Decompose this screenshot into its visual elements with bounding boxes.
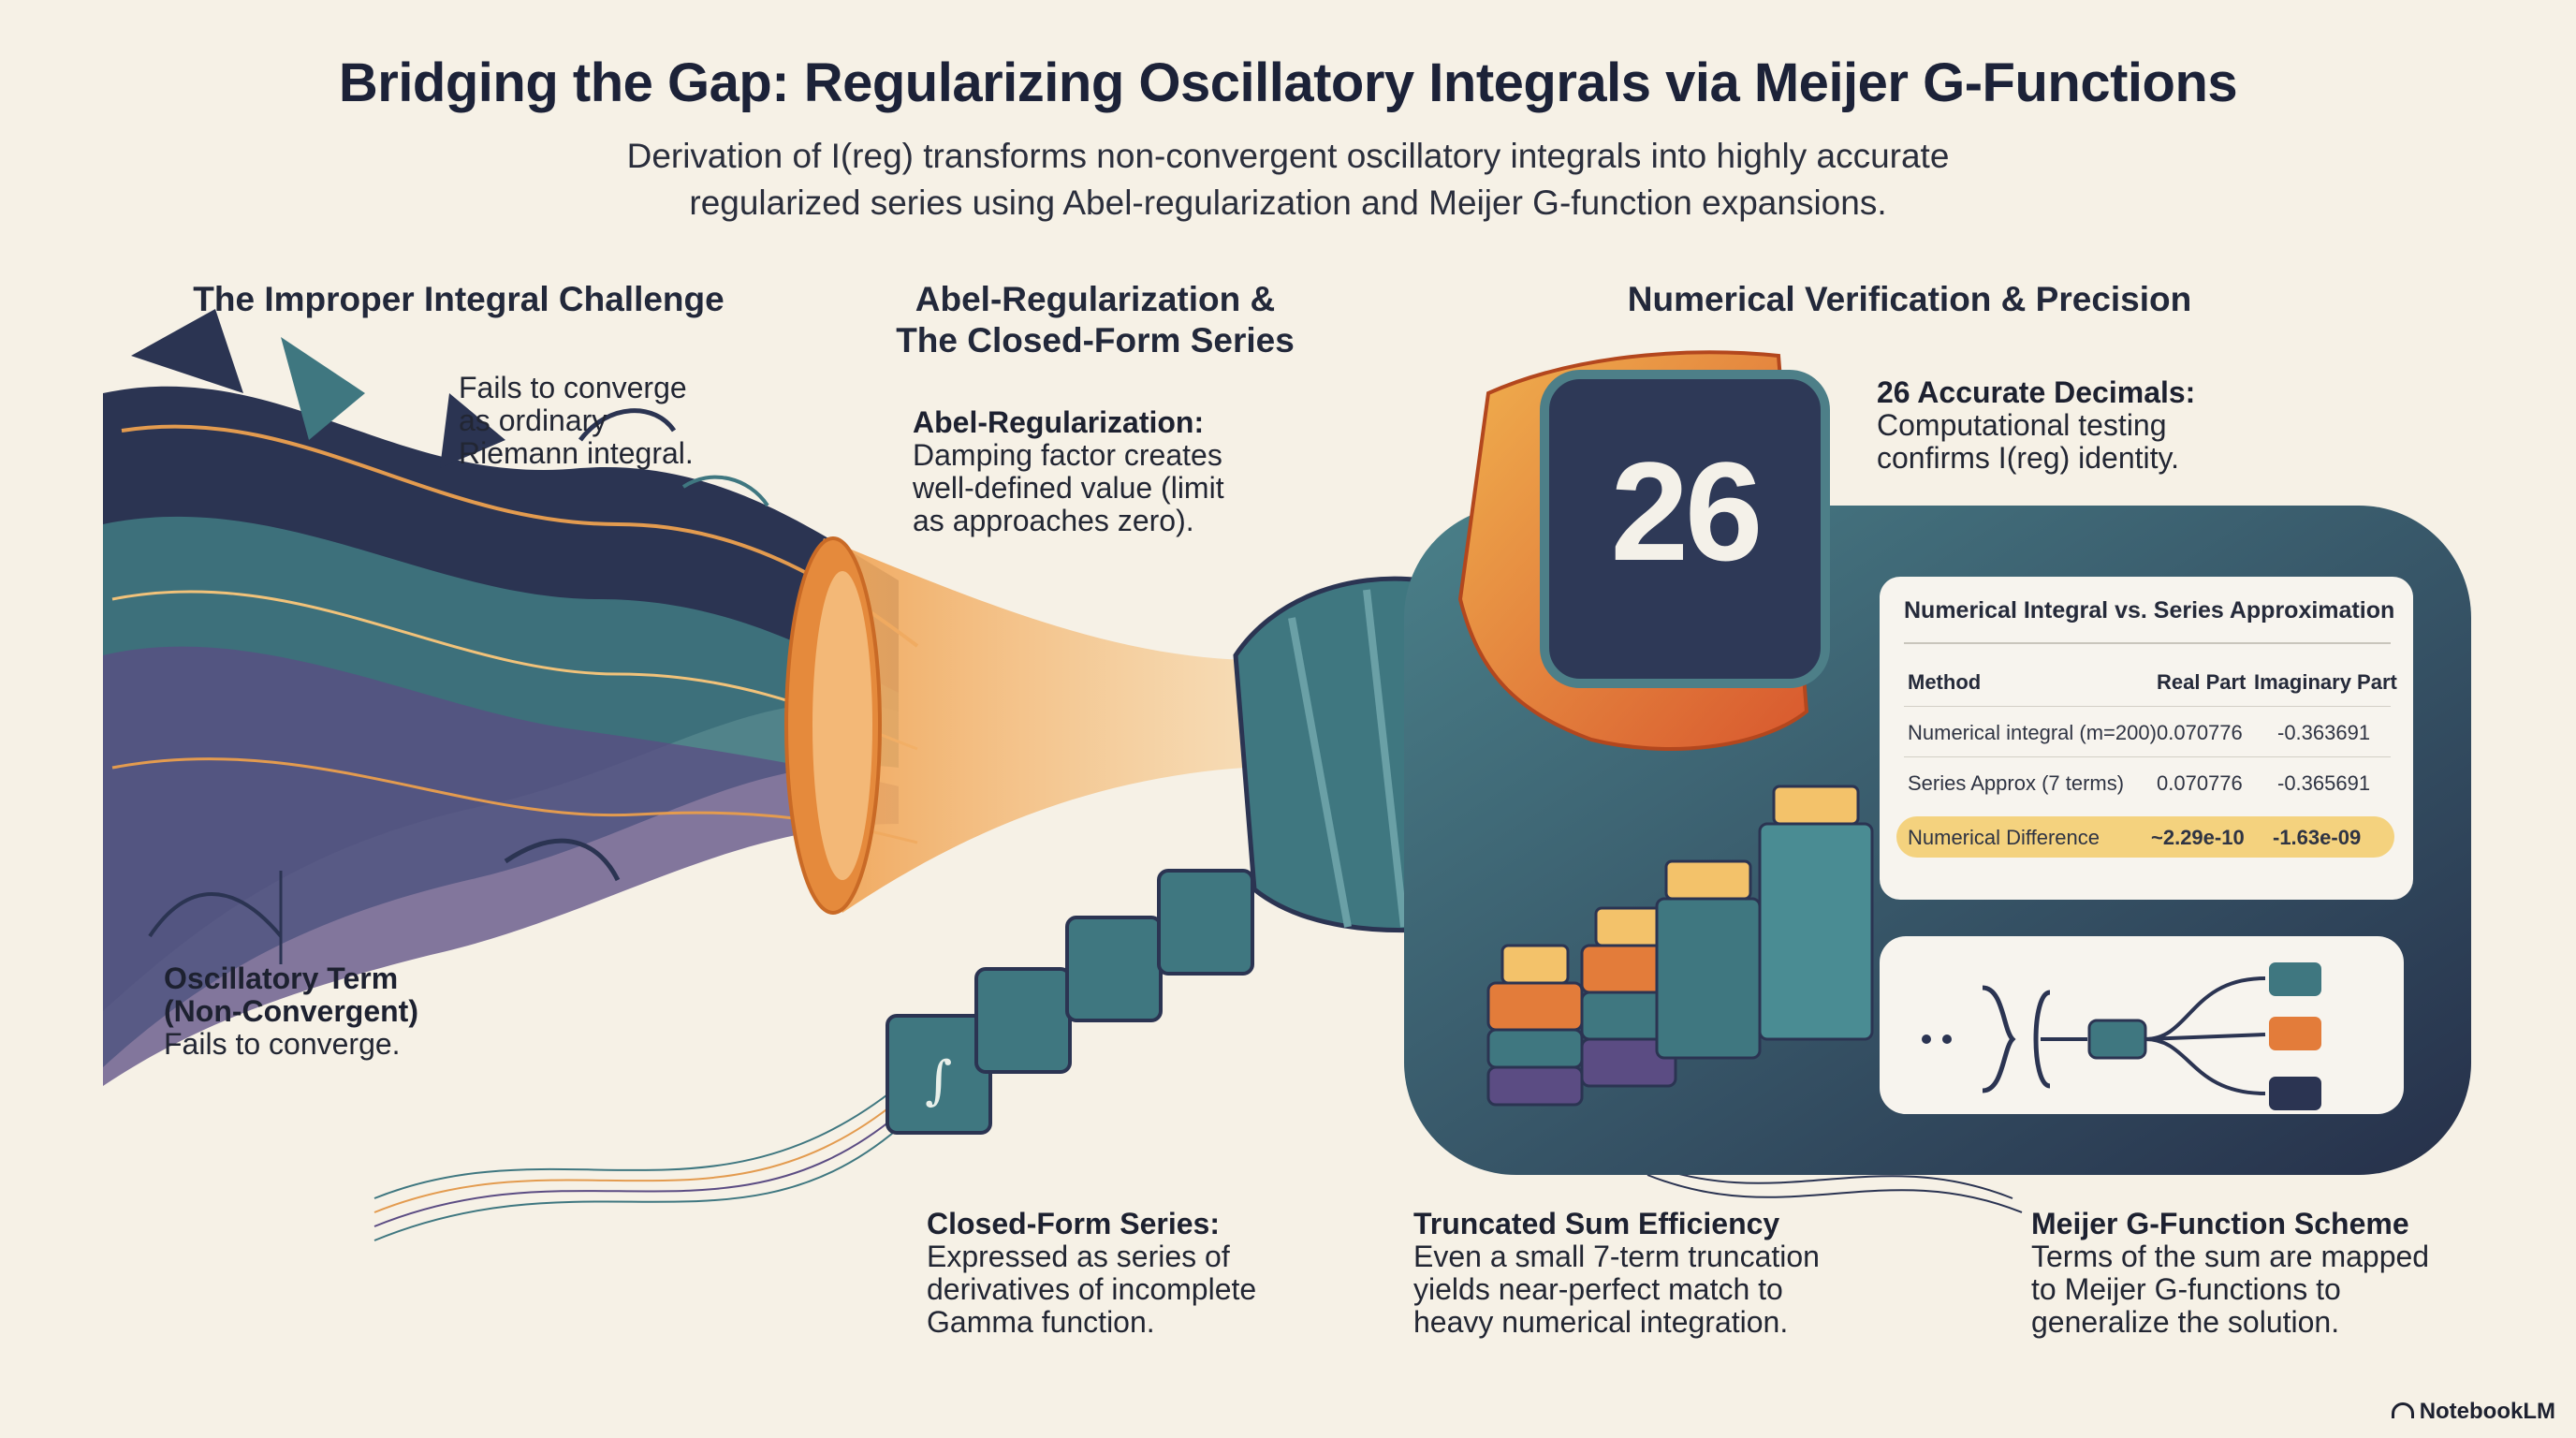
page-title: Bridging the Gap: Regularizing Oscillato… xyxy=(338,52,2238,113)
table-highlight-row xyxy=(1896,816,2394,858)
decimals-label: 26 Accurate Decimals: xyxy=(1877,375,2196,409)
table-cell: -0.365691 xyxy=(2277,771,2371,795)
meijer-line: Terms of the sum are mapped xyxy=(2031,1240,2430,1273)
table-title: Numerical Integral vs. Series Approximat… xyxy=(1904,597,2395,624)
table-cell: -0.363691 xyxy=(2277,721,2371,744)
table-header-imaginary: Imaginary Part xyxy=(2254,670,2397,694)
truncated-line: Even a small 7-term truncation xyxy=(1413,1240,1820,1273)
page-subtitle: Derivation of I(reg) transforms non-conv… xyxy=(352,133,2224,227)
meijer-line: to Meijer G-functions to xyxy=(2031,1272,2341,1306)
term-label-line: (Non-Convergent) xyxy=(164,994,418,1028)
table-row-divider xyxy=(1904,706,2391,707)
data-stacks-graphic xyxy=(1486,785,1874,1107)
truncated-line: yields near-perfect match to xyxy=(1413,1272,1783,1306)
table-cell: ~2.29e-10 xyxy=(2151,826,2245,849)
precision-funnel xyxy=(1457,350,1830,751)
heading-line: Abel-Regularization & xyxy=(915,280,1276,318)
abel-line: Damping factor creates xyxy=(913,438,1222,472)
table-title-divider xyxy=(1904,642,2391,644)
meijer-scheme-callout: Meijer G-Function Scheme Terms of the su… xyxy=(2031,1208,2429,1339)
table-header-method: Method xyxy=(1908,670,1982,694)
decimals-line: Computational testing xyxy=(1877,408,2167,442)
abel-label: Abel-Regularization: xyxy=(913,405,1205,439)
accuracy-badge-value: 26 xyxy=(1610,433,1764,590)
series-line: derivatives of incomplete xyxy=(927,1272,1257,1306)
subtitle-line-2: regularized series using Abel-regulariza… xyxy=(689,183,1887,222)
meijer-scheme-card xyxy=(1880,936,2404,1114)
note-line: Riemann integral. xyxy=(459,436,694,470)
right-column-heading: Numerical Verification & Precision xyxy=(1627,280,2192,318)
series-line: Expressed as series of xyxy=(927,1240,1230,1273)
integral-symbol-icon: ∫ xyxy=(925,1050,953,1111)
series-line: Gamma function. xyxy=(927,1305,1155,1339)
note-line: as ordinary xyxy=(459,404,607,437)
table-cell: Numerical Difference xyxy=(1908,826,2100,849)
decimals-line: confirms I(reg) identity. xyxy=(1877,441,2180,475)
heading-line: The Closed-Form Series xyxy=(896,321,1295,360)
subtitle-line-1: Derivation of I(reg) transforms non-conv… xyxy=(626,137,1950,175)
abel-regularization-horn xyxy=(784,536,1245,915)
truncated-line: heavy numerical integration. xyxy=(1413,1305,1789,1339)
meijer-label: Meijer G-Function Scheme xyxy=(2031,1207,2409,1240)
abel-regularization-callout: Abel-Regularization: Damping factor crea… xyxy=(913,406,1224,537)
abel-line: as approaches zero). xyxy=(913,504,1194,537)
wave-lines-graphic xyxy=(373,1085,2023,1241)
abel-line: well-defined value (limit xyxy=(913,471,1224,505)
series-blocks xyxy=(886,869,1254,1135)
table-cell: Numerical integral (m=200) xyxy=(1908,721,2157,744)
meijer-line: generalize the solution. xyxy=(2031,1305,2340,1339)
brand-mark: NotebookLM xyxy=(2391,1399,2555,1425)
accurate-decimals-callout: 26 Accurate Decimals: Computational test… xyxy=(1877,376,2195,475)
oscillatory-term-callout: Oscillatory Term (Non-Convergent) Fails … xyxy=(164,962,418,1061)
truncated-sum-callout: Truncated Sum Efficiency Even a small 7-… xyxy=(1413,1208,1820,1339)
oscillatory-waves-graphic xyxy=(103,309,919,1086)
brand-name: NotebookLM xyxy=(2419,1399,2555,1424)
table-cell: 0.070776 xyxy=(2157,771,2243,795)
non-convergence-note: Fails to converge as ordinary Riemann in… xyxy=(459,372,694,470)
note-line: Fails to converge xyxy=(459,371,687,404)
truncated-label: Truncated Sum Efficiency xyxy=(1413,1207,1780,1240)
left-column-heading: The Improper Integral Challenge xyxy=(193,280,724,318)
series-label: Closed-Form Series: xyxy=(927,1207,1220,1240)
table-cell: 0.070776 xyxy=(2157,721,2243,744)
table-row-divider xyxy=(1904,756,2391,757)
term-label-line: Oscillatory Term xyxy=(164,961,399,995)
table-header-real: Real Part xyxy=(2157,670,2247,694)
notebooklm-logo-icon xyxy=(2391,1402,2414,1418)
closed-form-series-callout: Closed-Form Series: Expressed as series … xyxy=(927,1208,1256,1339)
term-description: Fails to converge. xyxy=(164,1027,401,1061)
table-cell: -1.63e-09 xyxy=(2273,826,2362,849)
table-cell: Series Approx (7 terms) xyxy=(1908,771,2125,795)
comparison-table-card: Numerical Integral vs. Series Approximat… xyxy=(1880,577,2413,900)
middle-column-heading: Abel-Regularization & The Closed-Form Se… xyxy=(814,279,1376,361)
